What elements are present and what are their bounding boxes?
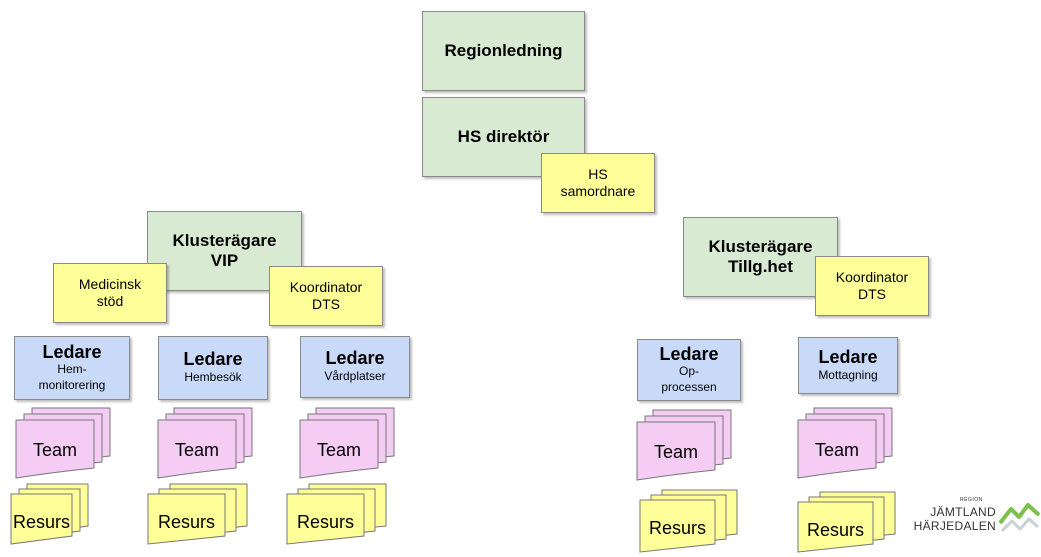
medicinsk-stod-box: Medicinsk stöd [53, 263, 167, 323]
region-logo: REGION JÄMTLAND HÄRJEDALEN [900, 497, 1041, 547]
medicinsk-stod-label: Medicinsk stöd [78, 276, 142, 309]
koordinator-vip-label: Koordinator DTS [289, 279, 363, 312]
logo-line2: HÄRJEDALEN [913, 519, 996, 533]
klusteragare-vip-label: Klusterägare VIP [172, 230, 277, 270]
ledare-mottagning-box: Ledare Mottagning [798, 337, 898, 394]
hs-samordnare-box: HS samordnare [541, 153, 655, 213]
koordinator-vip-box: Koordinator DTS [269, 266, 383, 326]
regionledning-box: Regionledning [422, 11, 585, 91]
resurs-stack-5 [797, 491, 896, 553]
hs-direktor-box: HS direktör [422, 97, 585, 177]
hs-direktor-label: HS direktör [457, 126, 550, 146]
team-stack-2 [157, 407, 253, 479]
koordinator-tillghet-box: Koordinator DTS [815, 256, 929, 316]
regionledning-label: Regionledning [444, 40, 563, 60]
ledare-subtitle: Hem- monitorering [38, 362, 106, 392]
ledare-title: Ledare [183, 349, 243, 370]
klusteragare-tillghet-label: Klusterägare Tillg.het [708, 236, 813, 276]
resurs-stack-4 [639, 489, 738, 553]
ledare-title: Ledare [659, 343, 719, 364]
ledare-title: Ledare [818, 346, 878, 367]
ledare-title: Ledare [325, 348, 385, 369]
ledare-subtitle: Hembesök [184, 370, 242, 385]
ledare-subtitle: Mottagning [818, 367, 878, 382]
logo-region-text: REGION [960, 497, 983, 503]
mountain-icon [998, 503, 1040, 533]
ledare-title: Ledare [42, 341, 102, 362]
ledare-hemmonitorering-box: Ledare Hem- monitorering [14, 336, 130, 400]
koordinator-tillghet-label: Koordinator DTS [835, 269, 909, 302]
resurs-stack-3 [286, 483, 387, 545]
hs-samordnare-label: HS samordnare [560, 166, 636, 199]
team-stack-4 [636, 409, 732, 481]
ledare-vardplatser-box: Ledare Vårdplatser [300, 336, 410, 398]
ledare-subtitle: Vårdplatser [324, 369, 386, 384]
logo-line1: JÄMTLAND [930, 505, 996, 519]
ledare-hembesok-box: Ledare Hembesök [158, 336, 268, 400]
team-stack-5 [797, 407, 893, 479]
ledare-opprocessen-box: Ledare Op- processen [637, 339, 741, 401]
team-stack-1 [15, 407, 111, 479]
team-stack-3 [299, 407, 395, 479]
resurs-stack-1 [10, 483, 89, 545]
resurs-stack-2 [147, 483, 248, 545]
ledare-subtitle: Op- processen [661, 364, 717, 394]
klusteragare-tillghet-box: Klusterägare Tillg.het [683, 217, 838, 297]
